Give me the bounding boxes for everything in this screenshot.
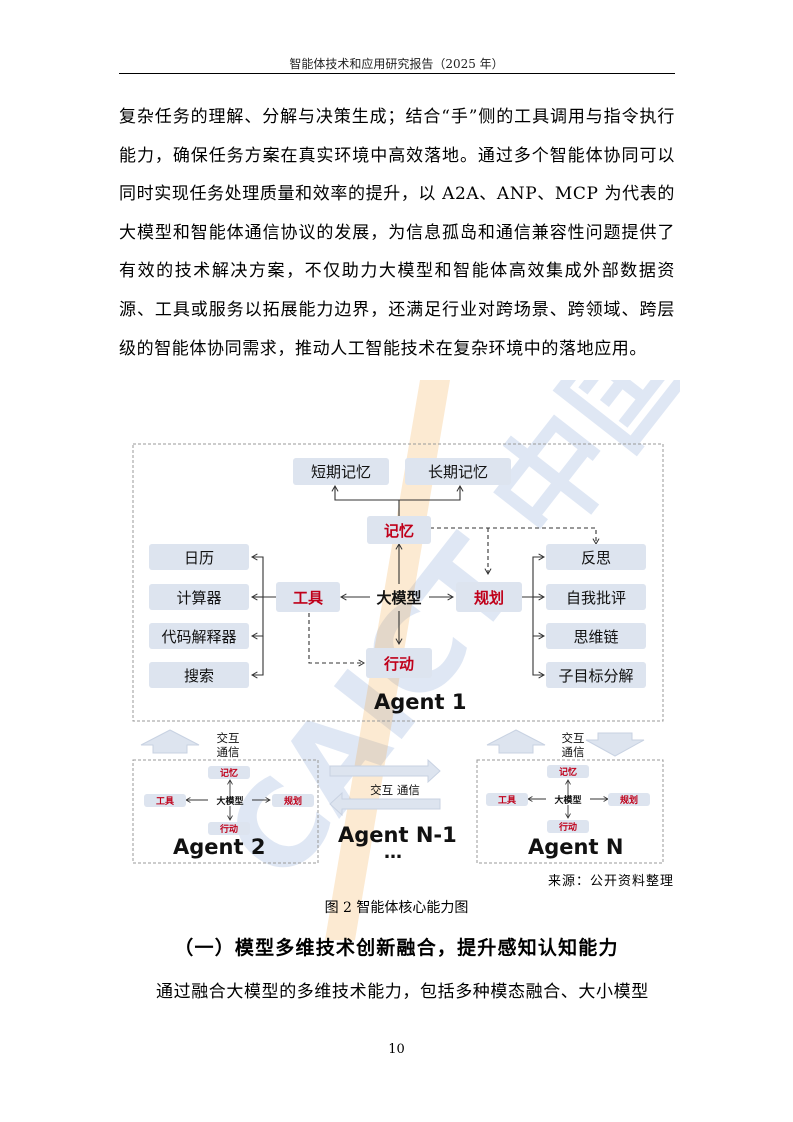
- tool-box: 工具: [276, 582, 340, 612]
- agent2-tool-box: 工具: [144, 794, 186, 807]
- comm-left-line2: 通信: [216, 745, 240, 759]
- tool-code-interpreter-box: 代码解释器: [149, 623, 249, 649]
- agentN-action-box: 行动: [547, 820, 589, 833]
- tool-calendar-box: 日历: [149, 544, 249, 570]
- plan-chain-of-thought-box: 思维链: [546, 623, 646, 649]
- plan-box: 规划: [456, 582, 522, 612]
- plan-subgoal-decomposition-box: 子目标分解: [546, 662, 646, 688]
- body-paragraph-1: 复杂任务的理解、分解与决策生成；结合“手”侧的工具调用与指令执行能力，确保任务方…: [119, 107, 675, 359]
- long-term-memory-box: 长期记忆: [405, 458, 511, 485]
- tool-search-box: 搜索: [149, 662, 249, 688]
- short-term-memory-box: 短期记忆: [293, 458, 389, 485]
- agentN-label: Agent N: [528, 835, 624, 859]
- figure-caption: 图 2 智能体核心能力图: [324, 900, 469, 916]
- agent2-label: Agent 2: [173, 835, 266, 859]
- agent2-memory-box: 记忆: [208, 766, 250, 779]
- comm-label-left: 交互 通信: [210, 731, 246, 759]
- llm-node: 大模型: [376, 589, 422, 607]
- body-paragraph-2: 通过融合大模型的多维技术能力，包括多种模态融合、大小模型: [156, 982, 649, 1002]
- tool-calculator-box: 计算器: [149, 584, 249, 610]
- comm-left-line1: 交互: [216, 731, 240, 745]
- header-rule: [119, 73, 675, 74]
- section-heading: （一）模型多维技术创新融合，提升感知认知能力: [174, 937, 619, 959]
- action-box: 行动: [366, 648, 432, 678]
- agentN-plan-box: 规划: [608, 793, 650, 806]
- agentN1-ellipsis: …: [384, 842, 402, 863]
- agentN-tool-box: 工具: [486, 793, 528, 806]
- plan-self-critique-box: 自我批评: [546, 584, 646, 610]
- plan-reflection-box: 反思: [546, 544, 646, 570]
- agent2-action-box: 行动: [208, 822, 250, 835]
- memory-box: 记忆: [367, 516, 431, 544]
- comm-right-line2: 通信: [561, 745, 585, 759]
- agent2-plan-box: 规划: [272, 794, 314, 807]
- comm-right-line1: 交互: [561, 731, 585, 745]
- agentN-memory-box: 记忆: [547, 765, 589, 778]
- agent1-label: Agent 1: [374, 690, 467, 714]
- figure-source: 来源：公开资料整理: [547, 874, 674, 889]
- page-number: 10: [388, 1042, 405, 1057]
- agent2-llm-node: 大模型: [216, 797, 244, 807]
- agentN-llm-node: 大模型: [554, 796, 582, 806]
- agentN1-label: Agent N-1: [338, 823, 457, 847]
- comm-label-middle: 交互 通信: [370, 783, 420, 797]
- header-title: 智能体技术和应用研究报告（2025 年）: [289, 57, 504, 71]
- comm-label-right: 交互 通信: [555, 731, 591, 759]
